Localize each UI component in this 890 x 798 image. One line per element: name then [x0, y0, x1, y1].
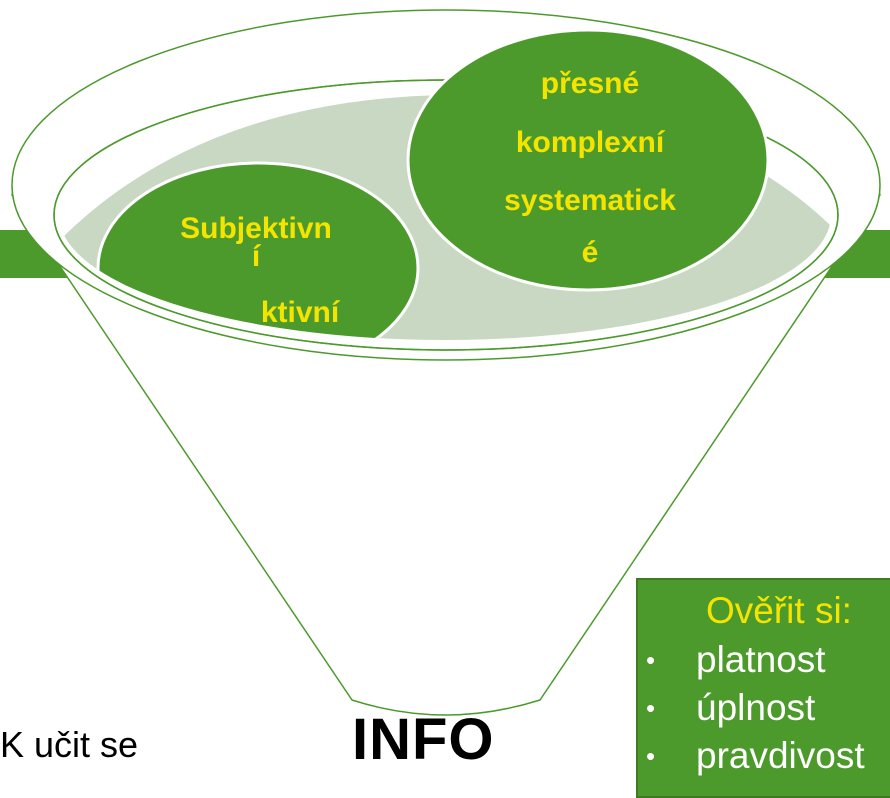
bubble-right-line-3: systematick [504, 184, 676, 217]
bubble-left-line-1: Subjektivn [180, 212, 332, 245]
verify-item-label: úplnost [696, 687, 816, 728]
verify-box: Ověřit si: • platnost • úplnost • pravdivos… [636, 578, 890, 798]
bubble-right-line-2: komplexní [516, 126, 666, 159]
bubble-right-line-1: přesné [541, 67, 639, 100]
bullet-icon: • [646, 741, 656, 771]
bullet-icon: • [646, 693, 656, 723]
info-label: INFO [352, 707, 495, 772]
bubble-right [406, 28, 770, 292]
bubble-left-line-3: ktivní [261, 296, 341, 329]
verify-item: • pravdivost [646, 732, 865, 780]
bubble-right-line-4: é [582, 236, 599, 269]
verify-list: • platnost • úplnost • pravdivost [646, 636, 865, 780]
verify-item-label: pravdivost [696, 735, 865, 776]
left-text: K učit se [0, 724, 139, 765]
bullet-icon: • [646, 645, 656, 675]
verify-item: • úplnost [646, 684, 865, 732]
verify-item-label: platnost [696, 639, 826, 680]
verify-item: • platnost [646, 636, 865, 684]
bubble-left-line-2: í [252, 240, 262, 273]
verify-title: Ověřit si: [706, 590, 852, 631]
